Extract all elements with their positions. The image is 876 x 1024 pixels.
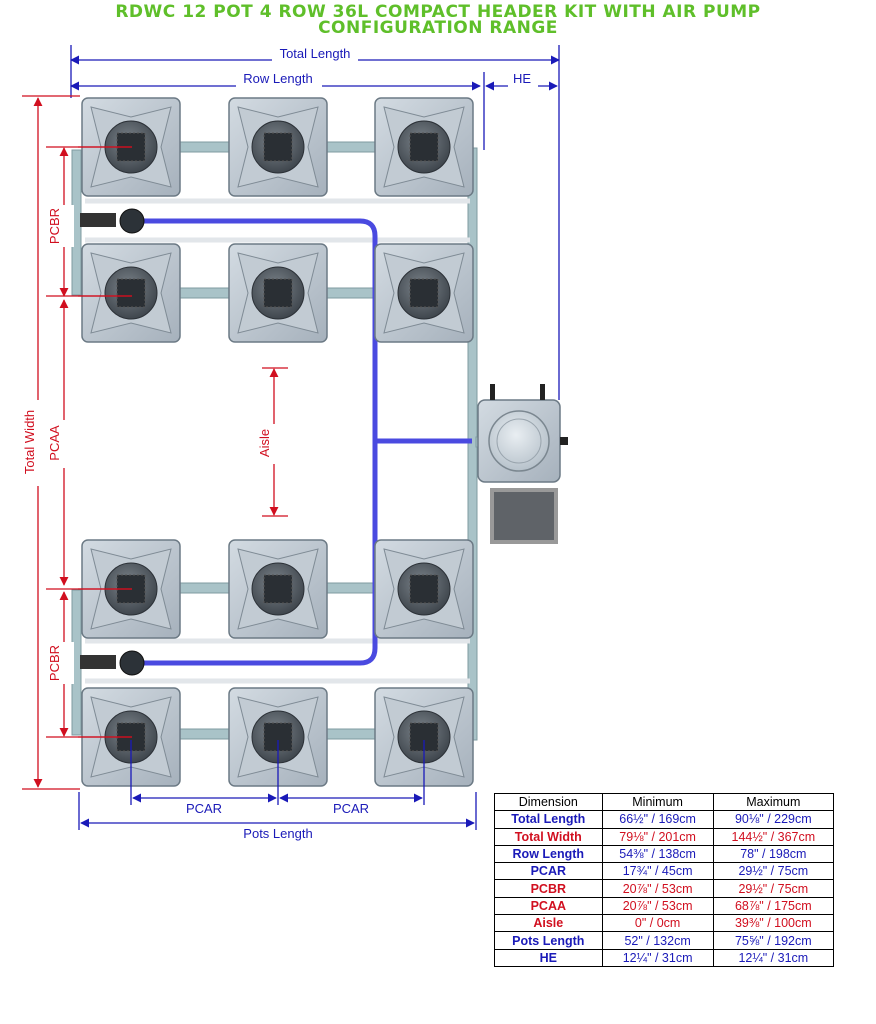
table-row: PCAA 20⅞" / 53cm 68⅞" / 175cm [494,896,835,916]
pot-1-3 [374,97,474,197]
dimension-min: 54⅜" / 138cm [601,844,714,864]
air-pump [490,488,558,544]
dimension-name: PCBR [494,879,603,898]
dimension-name: Pots Length [494,931,603,950]
pot-4-2 [228,687,328,787]
pipe-row3-b [322,582,380,594]
table-row: Aisle 0" / 0cm 39⅜" / 100cm [494,914,835,933]
pipe-row2-a [175,287,233,299]
airline-connector-bottom [80,655,116,669]
dimension-min: 20⅞" / 53cm [601,896,714,916]
dimension-name: Row Length [494,844,603,864]
label-pots-length: Pots Length [243,826,312,841]
airline-connector-top [80,213,116,227]
dimension-max: 12¼" / 31cm [712,948,835,967]
dimension-max: 75⅝" / 192cm [712,931,835,950]
dimension-min: 20⅞" / 53cm [601,879,714,898]
label-row-length: Row Length [243,71,312,86]
dimension-max: 90⅛" / 229cm [712,810,835,829]
table-header: Minimum [601,792,714,812]
label-pcar-2: PCAR [333,801,369,816]
pot-2-1 [81,243,181,343]
air-pumps-connectors [80,208,145,676]
dimension-max: 78" / 198cm [712,844,835,864]
pipe-row1-a [175,141,233,153]
label-pcaa: PCAA [47,425,62,461]
dimension-min: 12¼" / 31cm [601,948,714,967]
pot-2-2 [228,243,328,343]
pipe-row3-a [175,582,233,594]
dimension-min: 66½" / 169cm [601,810,714,829]
label-total-width: Total Width [22,410,37,474]
label-pcar-1: PCAR [186,801,222,816]
dimension-max: 39⅜" / 100cm [712,914,835,933]
header-lines [85,198,470,684]
dimension-name: Total Width [494,827,603,846]
dimension-min: 17¾" / 45cm [601,862,714,881]
dimension-name: PCAA [494,896,603,916]
airstone-bottom [119,650,145,676]
dimension-name: Aisle [494,914,603,933]
dimension-min: 0" / 0cm [601,914,714,933]
table-row: Pots Length 52" / 132cm 75⅝" / 192cm [494,931,835,950]
brain-pot [477,384,568,483]
label-he: HE [513,71,531,86]
pot-4-3 [374,687,474,787]
air-line [140,218,472,666]
dimension-table: Dimension Minimum Maximum Total Length 6… [494,792,835,967]
dimension-min: 52" / 132cm [601,931,714,950]
table-header: Dimension [494,792,603,812]
label-aisle: Aisle [257,429,272,457]
table-header: Maximum [712,792,835,812]
pipe-row4-a [175,728,233,740]
pot-2-3 [374,243,474,343]
pot-3-2 [228,539,328,639]
pot-center-lines [78,146,132,738]
table-row: PCBR 20⅞" / 53cm 29½" / 75cm [494,879,835,898]
label-pcbr-bottom: PCBR [47,645,62,681]
pot-1-2 [228,97,328,197]
airstone-top [119,208,145,234]
pipe-row4-b [322,728,380,740]
table-header-row: Dimension Minimum Maximum [494,792,835,812]
title-line-1: RDWC 12 POT 4 ROW 36L COMPACT HEADER KIT… [115,2,761,22]
label-pcbr-top: PCBR [47,208,62,244]
pipe-row1-b [322,141,380,153]
table-row: PCAR 17¾" / 45cm 29½" / 75cm [494,862,835,881]
dimension-max: 29½" / 75cm [712,879,835,898]
table-row: Row Length 54⅜" / 138cm 78" / 198cm [494,844,835,864]
dimension-max: 68⅞" / 175cm [712,896,835,916]
dimension-max: 29½" / 75cm [712,862,835,881]
dimension-name: Total Length [494,810,603,829]
pot-3-3 [374,539,474,639]
dimension-max: 144½" / 367cm [712,827,835,846]
title-line-2: CONFIGURATION RANGE [318,18,558,38]
table-row: HE 12¼" / 31cm 12¼" / 31cm [494,948,835,967]
table-row: Total Width 79⅛" / 201cm 144½" / 367cm [494,827,835,846]
dimension-name: HE [494,948,603,967]
table-row: Total Length 66½" / 169cm 90⅛" / 229cm [494,810,835,829]
dimension-min: 79⅛" / 201cm [601,827,714,846]
pipe-row2-b [322,287,380,299]
dimension-name: PCAR [494,862,603,881]
label-total-length: Total Length [280,46,351,61]
